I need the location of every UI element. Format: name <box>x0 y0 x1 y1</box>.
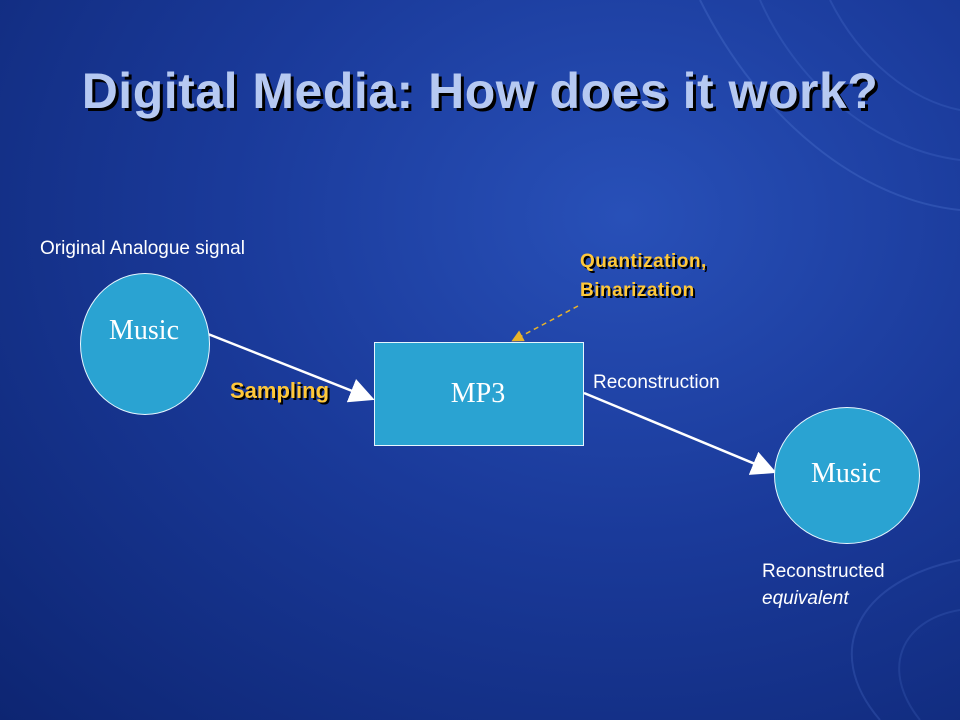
music-output-node <box>774 407 920 544</box>
reconstruction-label: Reconstruction <box>593 372 720 393</box>
quantization-pointer-arrow <box>511 305 579 342</box>
mp3-node <box>374 342 584 446</box>
reconstructed-label: Reconstructed <box>762 561 885 582</box>
original-signal-label: Original Analogue signal <box>40 238 245 259</box>
sampling-annotation: Sampling <box>230 378 330 403</box>
mp3-label: MP3 <box>450 378 506 409</box>
equivalent-label: equivalent <box>762 588 849 609</box>
music-source-node <box>80 273 210 415</box>
sampling-arrow <box>207 332 375 403</box>
binarization-annotation: Binarization <box>580 280 695 301</box>
music-source-label: Music <box>109 315 179 346</box>
slide-title: Digital Media: How does it work? <box>81 63 879 119</box>
music-output-label: Music <box>811 458 881 489</box>
reconstruction-arrow <box>583 391 777 475</box>
quantization-annotation: Quantization, <box>580 251 707 272</box>
